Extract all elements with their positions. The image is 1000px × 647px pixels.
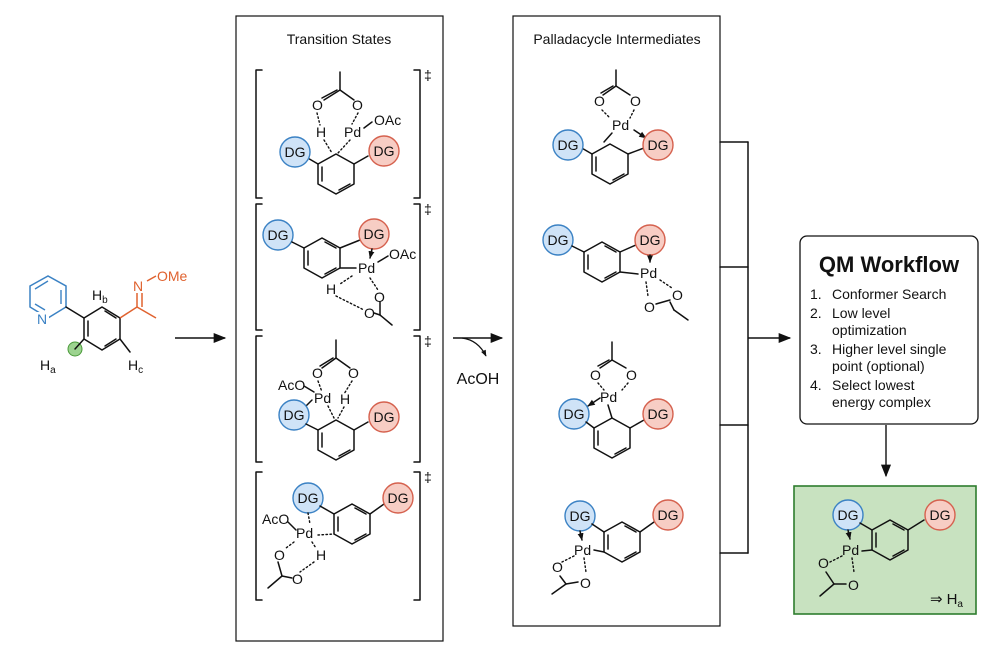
svg-text:‡: ‡	[424, 333, 432, 349]
intermediate-1: O O Pd DG DG	[552, 69, 674, 185]
intermediate-2: DG DG Pd O O	[542, 224, 689, 321]
svg-text:DG: DG	[388, 490, 409, 506]
hydrogen-hc: Hc	[128, 357, 143, 376]
acoh-arrow: AcOH	[453, 332, 504, 388]
svg-text:O: O	[374, 289, 385, 305]
intermediate-4: DG DG Pd O O	[551, 499, 684, 595]
svg-text:DG: DG	[838, 507, 859, 523]
intermediate-3: O O Pd DG DG	[558, 341, 674, 459]
svg-text:DG: DG	[284, 407, 305, 423]
transition-states-panel: Transition States ‡ O O H Pd OAc	[235, 15, 444, 642]
methoxy-label: OMe	[157, 268, 188, 284]
svg-text:DG: DG	[364, 226, 385, 242]
svg-text:Pd: Pd	[296, 525, 313, 541]
svg-text:O: O	[312, 365, 323, 381]
svg-text:Pd: Pd	[612, 117, 629, 133]
result-box: DG DG Pd O O ⇒Ha	[793, 485, 977, 615]
svg-text:Pd: Pd	[344, 124, 361, 140]
qm-step-4: 4.Select lowest energy complex	[810, 377, 931, 410]
transition-states-title: Transition States	[287, 31, 392, 47]
starting-material: N Ha Hb Hc N OMe	[29, 268, 188, 376]
svg-text:O: O	[630, 93, 641, 109]
svg-text:O: O	[364, 305, 375, 321]
svg-text:O: O	[644, 299, 655, 315]
svg-text:DG: DG	[298, 490, 319, 506]
svg-text:DG: DG	[658, 507, 679, 523]
svg-text:OAc: OAc	[389, 246, 416, 262]
intermediates-panel: Palladacycle Intermediates O O Pd DG DG	[512, 15, 721, 627]
svg-text:DG: DG	[374, 143, 395, 159]
svg-text:O: O	[818, 555, 829, 571]
svg-text:H: H	[340, 391, 350, 407]
qm-workflow-box: QM Workflow 1.Conformer Search 2.Low lev…	[799, 235, 979, 425]
svg-text:H: H	[316, 547, 326, 563]
qm-workflow-title: QM Workflow	[819, 252, 960, 277]
svg-text:O: O	[552, 559, 563, 575]
svg-text:‡: ‡	[424, 67, 432, 83]
transition-state-4: ‡ DG DG AcO Pd H O O	[255, 469, 432, 601]
svg-text:DG: DG	[564, 406, 585, 422]
svg-text:DG: DG	[558, 137, 579, 153]
qm-step-1: 1.Conformer Search	[810, 286, 946, 302]
svg-text:Pd: Pd	[314, 390, 331, 406]
oxime-nitrogen: N	[133, 278, 143, 294]
qm-step-3: 3.Higher level single point (optional)	[810, 341, 950, 374]
svg-text:O: O	[292, 571, 303, 587]
svg-text:O: O	[580, 575, 591, 591]
svg-text:O: O	[848, 577, 859, 593]
svg-text:O: O	[672, 287, 683, 303]
svg-text:DG: DG	[648, 137, 669, 153]
svg-text:AcO: AcO	[262, 511, 289, 527]
svg-text:DG: DG	[268, 227, 289, 243]
hydrogen-hb: Hb	[92, 287, 108, 306]
svg-text:DG: DG	[374, 409, 395, 425]
result-label: ⇒Ha	[930, 591, 963, 610]
svg-text:DG: DG	[648, 406, 669, 422]
svg-text:Pd: Pd	[358, 260, 375, 276]
svg-text:O: O	[274, 547, 285, 563]
hydrogen-ha: Ha	[40, 357, 56, 376]
svg-text:‡: ‡	[424, 201, 432, 217]
svg-text:DG: DG	[548, 232, 569, 248]
transition-state-2: ‡ DG DG Pd OAc H O O	[255, 201, 432, 331]
svg-text:O: O	[626, 367, 637, 383]
transition-state-1: ‡ O O H Pd OAc DG DG	[255, 67, 432, 199]
qm-step-2: 2.Low level optimization	[810, 305, 907, 338]
pyridine-ring: N	[29, 275, 67, 327]
svg-text:O: O	[594, 93, 605, 109]
svg-text:O: O	[590, 367, 601, 383]
svg-text:Pd: Pd	[842, 542, 859, 558]
svg-text:DG: DG	[640, 232, 661, 248]
svg-text:O: O	[352, 97, 363, 113]
reagent-acoh: AcOH	[457, 371, 500, 388]
svg-text:Pd: Pd	[640, 265, 657, 281]
svg-text:OAc: OAc	[374, 112, 401, 128]
svg-text:Pd: Pd	[600, 389, 617, 405]
oxime-ether: N OMe	[119, 268, 188, 319]
svg-text:O: O	[348, 365, 359, 381]
svg-text:AcO: AcO	[278, 377, 305, 393]
svg-text:DG: DG	[285, 144, 306, 160]
svg-text:O: O	[312, 97, 323, 113]
svg-text:Pd: Pd	[574, 542, 591, 558]
svg-text:H: H	[316, 124, 326, 140]
svg-text:DG: DG	[570, 508, 591, 524]
intermediate-connector	[719, 141, 792, 554]
svg-text:‡: ‡	[424, 469, 432, 485]
svg-text:DG: DG	[930, 507, 951, 523]
pyridine-nitrogen: N	[37, 311, 47, 327]
svg-text:H: H	[326, 281, 336, 297]
intermediates-title: Palladacycle Intermediates	[533, 31, 700, 47]
transition-state-3: ‡ O O AcO Pd H DG DG	[255, 333, 432, 463]
